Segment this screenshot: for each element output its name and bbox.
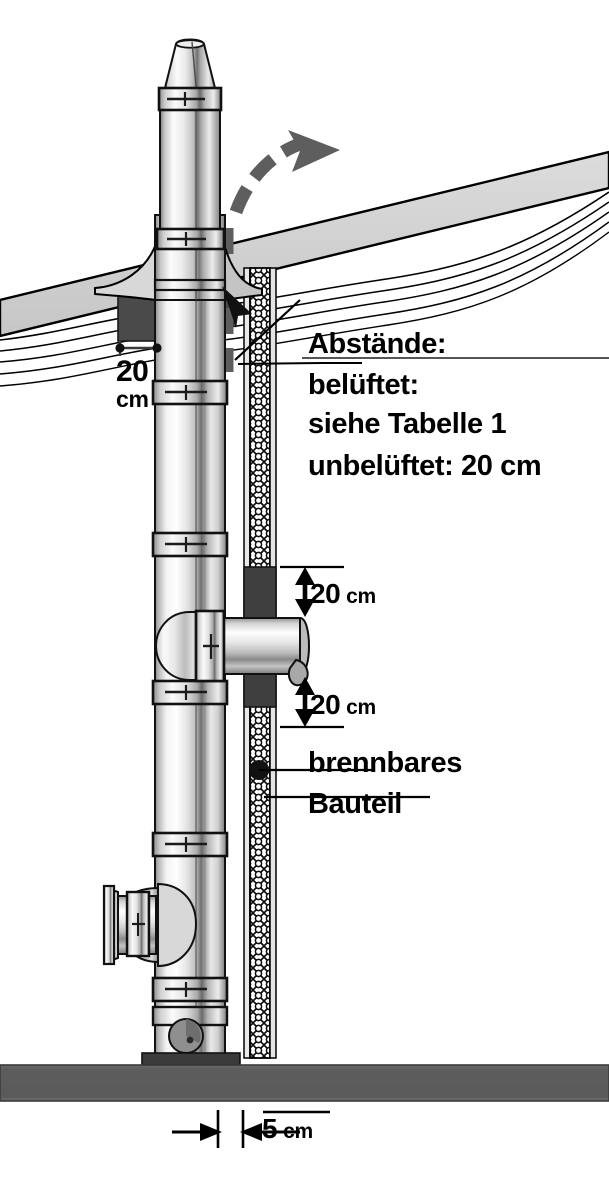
above-outlet-dimension-label: 20 cm [310, 578, 376, 610]
unventilated-line: unbelüftet: 20 cm [308, 450, 542, 482]
wall-through-tee-connector [154, 609, 310, 687]
roof-clearance-dimension [115, 340, 162, 356]
above-outlet-unit: cm [346, 585, 376, 608]
inspection-cleanout-tee [102, 882, 198, 968]
roof-clearance-unit: cm [116, 386, 149, 412]
below-outlet-dimension-label: 20 cm [310, 689, 376, 721]
base-gap-unit: cm [283, 1120, 313, 1143]
clearance-heading: Abstände: [308, 328, 447, 360]
sloped-roof-slab [0, 150, 609, 387]
base-gap-value: 5 [262, 1113, 278, 1144]
roof-clearance-value: 20 [116, 355, 149, 388]
flue-upper-section [159, 95, 221, 239]
ventilated-label: belüftet: [308, 369, 419, 401]
pipe-clamp-bands [151, 86, 229, 1027]
curved-airflow-arrow [229, 130, 340, 215]
ventilated-value: siehe Tabelle 1 [308, 408, 507, 440]
floor-support-base-plate [141, 1052, 241, 1066]
chimney-rain-cap [161, 38, 219, 97]
flue-base [141, 1018, 241, 1066]
combustible-label-line2: Bauteil [308, 788, 402, 820]
base-gap-dimension-label: 5 cm [262, 1113, 313, 1145]
below-outlet-unit: cm [346, 696, 376, 719]
above-outlet-value: 20 [310, 578, 341, 609]
combustible-label-line1: brennbares [308, 747, 462, 779]
below-outlet-value: 20 [310, 689, 341, 720]
clearance-leader-line [222, 286, 609, 365]
tee-clearance-dimensions [280, 565, 344, 729]
base-gap-dimension [172, 1110, 330, 1148]
combustible-part-marker [249, 760, 430, 799]
floor-slab [0, 1064, 609, 1102]
